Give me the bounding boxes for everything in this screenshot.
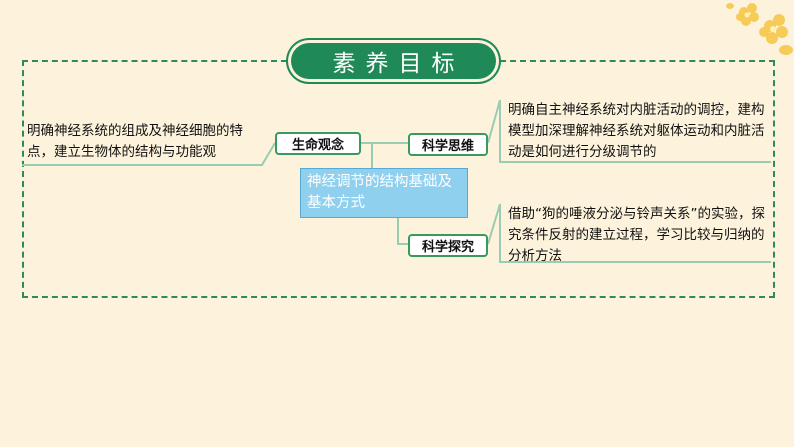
tag-scientific-inquiry: 科学探究 [408, 234, 488, 257]
page-title: 素养目标 [291, 43, 496, 79]
connector-center-life [361, 142, 373, 168]
life-concept-description: 明确神经系统的组成及神经细胞的特点，建立生物体的结构与功能观 [27, 123, 243, 160]
connector-center-think [371, 142, 408, 168]
scientific-inquiry-description: 借助“狗的唾液分泌与铃声关系”的实验，探究条件反射的建立过程，学习比较与归纳的分… [508, 206, 765, 264]
center-node: 神经调节的结构基础及基本方式 [300, 168, 468, 218]
scientific-thinking-description: 明确自主神经系统对内脏活动的调控，建构模型加深理解神经系统对躯体运动和内脏活动是… [508, 102, 765, 160]
connector-center-explore [397, 218, 408, 245]
connector-explore-underline [487, 203, 771, 263]
connector-life-underline [22, 142, 276, 166]
tag-life-concept: 生命观念 [275, 132, 361, 155]
tag-scientific-thinking: 科学思维 [408, 133, 488, 156]
connector-think-underline [487, 99, 771, 163]
flower-decoration [726, 3, 793, 55]
